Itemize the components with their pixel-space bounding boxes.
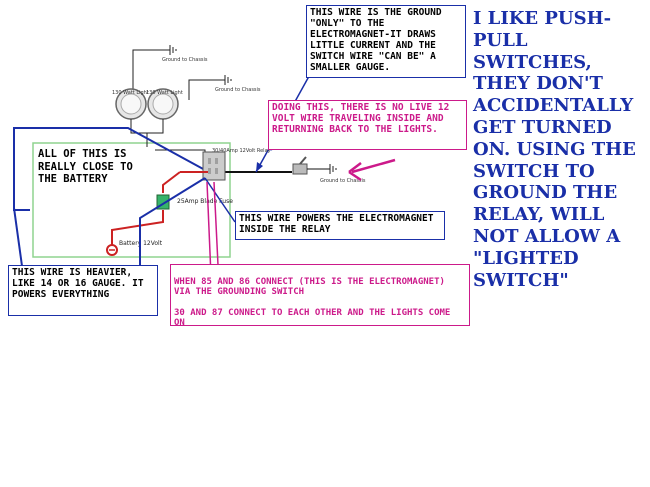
push-pull-switch-icon [292, 156, 308, 175]
connect-30-87-text: 30 AND 87 CONNECT TO EACH OTHER AND THE … [174, 307, 451, 329]
no-live-wire-arrowhead [348, 162, 362, 182]
connect-85-86-note: WHEN 85 AND 86 CONNECT (THIS IS THE ELEC… [170, 264, 470, 329]
battery-icon [106, 244, 118, 256]
pink-pointer-relay-1 [213, 181, 219, 266]
no-live-wire-note: DOING THIS, THERE IS NO LIVE 12 VOLT WIR… [268, 100, 467, 150]
heavier-wire-note: THIS WIRE IS HEAVIER, LIKE 14 OR 16 GAUG… [8, 265, 158, 316]
light-ground-wires [132, 49, 225, 100]
ground-chassis-label-right: Ground to Chassis [215, 87, 261, 93]
fuse-label: 25Amp Blade Fuse [177, 198, 233, 205]
ground-chassis-label-top: Ground to Chassis [162, 57, 208, 63]
fuse-to-battery-wire [111, 210, 164, 245]
ground-symbol-switch [329, 164, 337, 174]
ground-symbol-top [169, 45, 177, 55]
no-live-wire-arrow [351, 158, 396, 174]
powers-electromagnet-note: THIS WIRE POWERS THE ELECTROMAGNET INSID… [235, 211, 445, 240]
relay-label: 30/40Amp 12Volt Relay [212, 148, 271, 154]
close-to-battery-note: ALL OF THIS IS REALLY CLOSE TO THE BATTE… [35, 147, 155, 187]
light-right-label: 130 Watt Light [146, 90, 183, 96]
connect-85-86-text: WHEN 85 AND 86 CONNECT (THIS IS THE ELEC… [174, 276, 445, 298]
electromagnet-pointer [204, 177, 236, 223]
heavy-wire-pointer [13, 207, 23, 267]
heavy-power-wire [13, 127, 206, 211]
ground-wire-note: THIS WIRE IS THE GROUND "ONLY" TO THE EL… [306, 5, 466, 78]
battery-to-fuse-wire [162, 171, 208, 193]
ground-wire-pointer-arrow [256, 162, 263, 172]
light-left-label: 130 Watt Light [112, 90, 149, 96]
ground-chassis-label-switch: Ground to Chassis [320, 178, 366, 184]
battery-area-box [32, 142, 231, 258]
push-pull-note: I LIKE PUSH-PULL SWITCHES, THEY DON'T AC… [473, 8, 636, 291]
ground-symbol-right [224, 75, 232, 85]
light-right-icon [147, 88, 179, 120]
relay-icon [202, 151, 226, 181]
